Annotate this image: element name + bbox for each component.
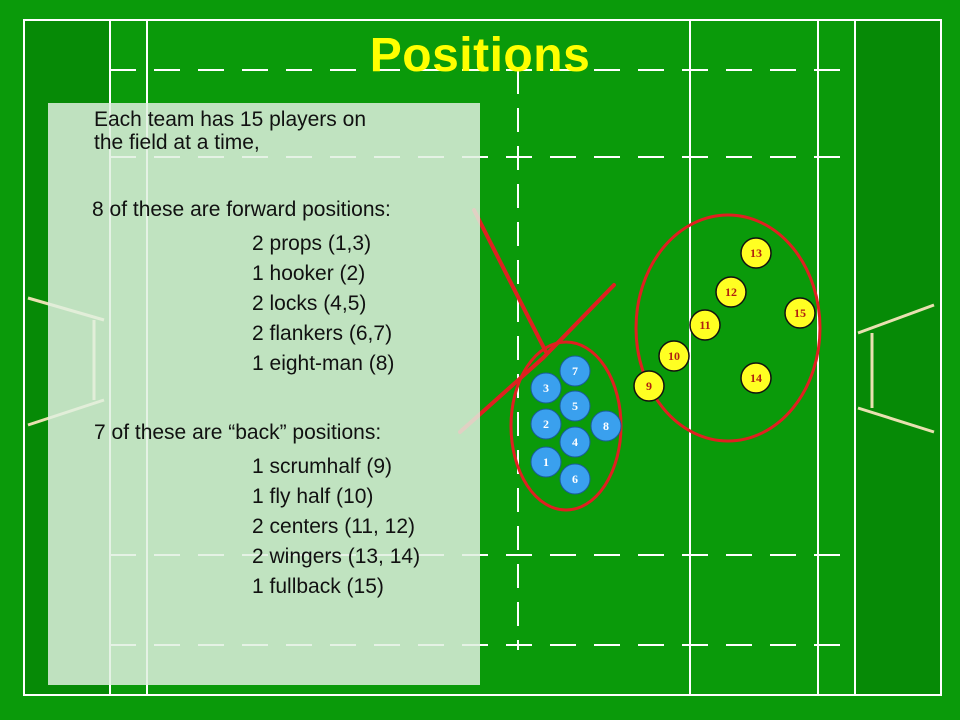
back-player-14-token — [740, 362, 772, 394]
list-item: 2 locks (4,5) — [252, 292, 367, 315]
back-pointer-line-upper — [541, 283, 616, 360]
back-player-12-label: 12 — [725, 285, 737, 299]
back-player-9-label: 9 — [646, 379, 652, 393]
forward-player-4-label: 4 — [572, 435, 578, 449]
back-player-10-token — [658, 340, 690, 372]
list-item: 2 centers (11, 12) — [252, 515, 416, 538]
backs-list: 1 scrumhalf (9) 1 fly half (10) 2 center… — [252, 452, 420, 602]
list-item: 2 wingers (13, 14) — [252, 545, 421, 568]
back-player-13-label: 13 — [750, 246, 762, 260]
intro-line-1: Each team has 15 players on — [94, 108, 366, 131]
right-goal-posts — [857, 303, 935, 434]
text-panel — [48, 103, 480, 685]
backs-highlight-ellipse — [634, 213, 822, 443]
list-item: 1 scrumhalf (9) — [252, 455, 393, 478]
slide-title: Positions — [369, 29, 591, 82]
forward-player-2-label: 2 — [543, 417, 549, 431]
forward-player-3-label: 3 — [543, 381, 549, 395]
forward-player-1-token — [530, 446, 562, 478]
forward-player-8-token — [590, 410, 622, 442]
forward-player-1-label: 1 — [543, 455, 549, 469]
dead-ball-boundary — [23, 19, 942, 696]
backs-header: 7 of these are “back” positions: — [94, 421, 382, 444]
forwards-header: 8 of these are forward positions: — [92, 198, 391, 221]
intro-line-2: the field at a time, — [94, 131, 260, 154]
list-item: 1 fly half (10) — [252, 485, 374, 508]
back-player-14-label: 14 — [750, 371, 762, 385]
forward-player-2-token — [530, 408, 562, 440]
list-item: 1 hooker (2) — [252, 262, 366, 285]
back-player-9-token — [633, 370, 665, 402]
back-player-11-label: 11 — [699, 318, 710, 332]
back-player-10-label: 10 — [668, 349, 680, 363]
list-item: 2 props (1,3) — [252, 232, 372, 255]
forward-player-3-token — [530, 372, 562, 404]
forward-player-6-label: 6 — [572, 472, 578, 486]
forward-player-6-token — [559, 463, 591, 495]
forward-pointer-line — [472, 208, 548, 354]
back-player-15-label: 15 — [794, 306, 806, 320]
back-player-12-token — [715, 276, 747, 308]
list-item: 2 flankers (6,7) — [252, 322, 393, 345]
back-player-13-token — [740, 237, 772, 269]
forward-player-4-token — [559, 426, 591, 458]
forward-player-7-token — [559, 355, 591, 387]
forwards-list: 2 props (1,3) 1 hooker (2) 2 locks (4,5)… — [252, 229, 394, 379]
back-player-11-token — [689, 309, 721, 341]
right-in-goal — [855, 20, 941, 695]
list-item: 1 eight-man (8) — [252, 352, 395, 375]
forward-player-5-label: 5 — [572, 399, 578, 413]
forward-player-8-label: 8 — [603, 419, 609, 433]
forward-player-7-label: 7 — [572, 364, 578, 378]
list-item: 1 fullback (15) — [252, 575, 384, 598]
back-player-15-token — [784, 297, 816, 329]
forward-player-5-token — [559, 390, 591, 422]
